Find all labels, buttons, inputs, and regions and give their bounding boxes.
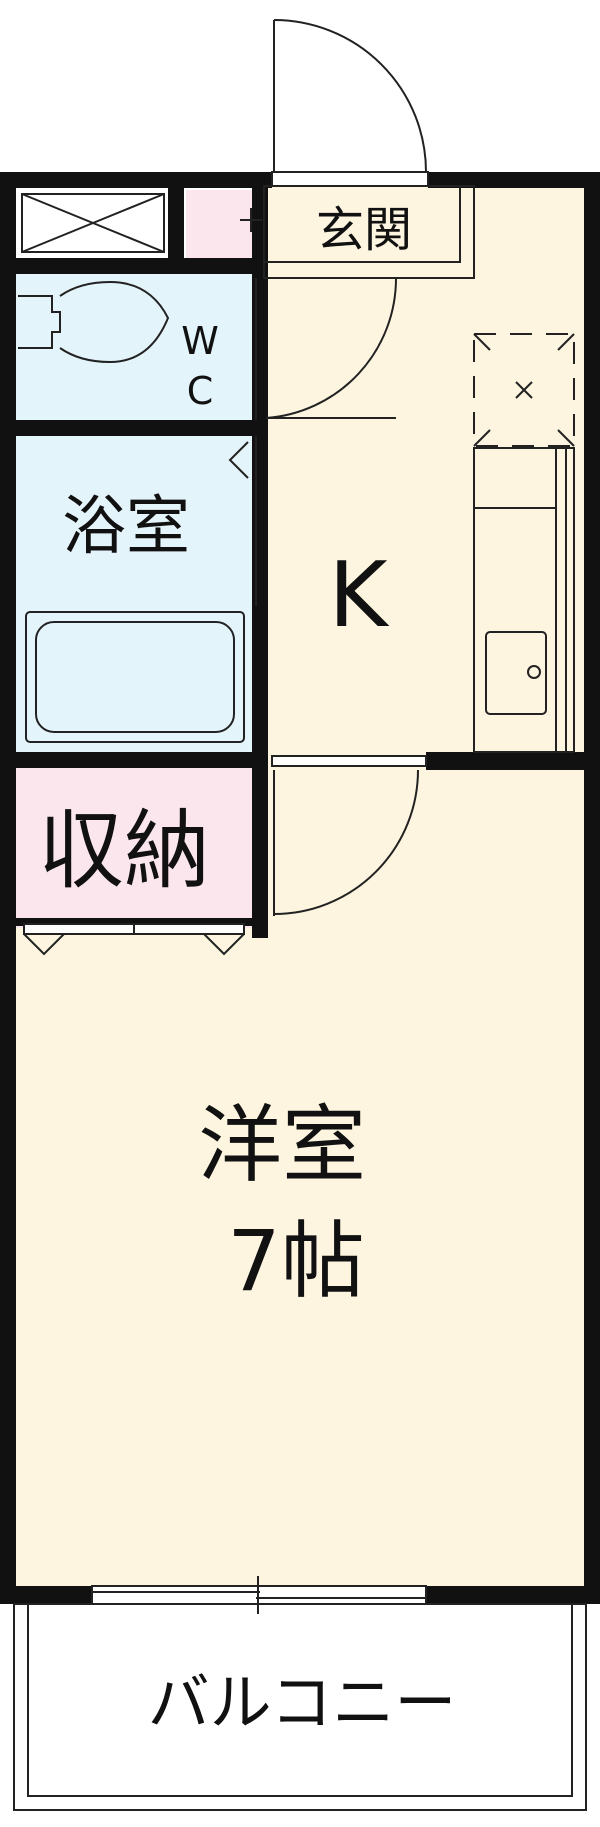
kitchen-sink (485, 631, 547, 715)
wall-wet-vertical (252, 186, 268, 938)
fridge-corner-bl (473, 429, 491, 447)
fridge-corner-br (557, 429, 575, 447)
bathtub-inner (35, 621, 235, 733)
wall-bottom-left (0, 1586, 92, 1604)
fridge-space (473, 333, 575, 447)
wall-bath-storage (16, 752, 252, 768)
labels: 玄関 W C 浴室 K 収納 洋室 7帖 バルコニー (38, 202, 456, 1739)
bath-door (228, 441, 249, 479)
storage-label: 収納 (38, 801, 210, 901)
western-door-frame (271, 755, 427, 767)
balcony-label: バルコニー (148, 1666, 457, 1739)
kitchen-label: K (328, 543, 389, 648)
wall-top-right (428, 172, 600, 188)
wall-cabinet-bottom (16, 258, 252, 274)
wall-cabinet-divider (168, 188, 184, 260)
genkan-label: 玄関 (316, 202, 412, 258)
cabinet-x-2 (21, 193, 165, 253)
wc-door-swing (265, 277, 398, 419)
western-size-label: 7帖 (227, 1212, 364, 1310)
toilet-tank (18, 295, 61, 349)
wall-top-left (0, 172, 272, 188)
storage-door-left (23, 933, 65, 956)
shoe-closet (186, 190, 252, 258)
walls (0, 172, 600, 1604)
kitchen-area (266, 186, 584, 768)
wall-kitchen-south-right (426, 752, 600, 770)
cabinet-box (21, 193, 165, 253)
entrance-door-swing (273, 19, 427, 173)
stove-area (473, 447, 557, 509)
wc-label-w: W (181, 319, 219, 363)
western-name-label: 洋室 (198, 1096, 366, 1194)
bathtub-outer (25, 611, 245, 743)
wall-storage-bottom (16, 918, 252, 926)
wall-bottom-right (426, 1586, 600, 1604)
fridge-corner-tr (557, 333, 575, 351)
storage-area (12, 768, 252, 928)
wall-right (584, 172, 600, 1604)
fridge-corner-tl (473, 333, 491, 351)
western-door-swing (273, 769, 419, 915)
fixtures (13, 19, 587, 1811)
wall-wc-bath (16, 420, 252, 436)
fridge-x-2 (515, 381, 533, 399)
balcony-outer (13, 1603, 587, 1811)
entrance-frame (271, 171, 429, 187)
storage-door-right (203, 933, 245, 956)
wc-label-c: C (187, 369, 214, 413)
bath-label: 浴室 (62, 490, 190, 564)
sink-drain (527, 665, 541, 679)
balcony-inner (27, 1604, 573, 1797)
genkan-inner (263, 185, 461, 263)
toilet-bowl (59, 280, 170, 364)
wall-left (0, 172, 16, 1604)
bath-area (12, 434, 252, 754)
